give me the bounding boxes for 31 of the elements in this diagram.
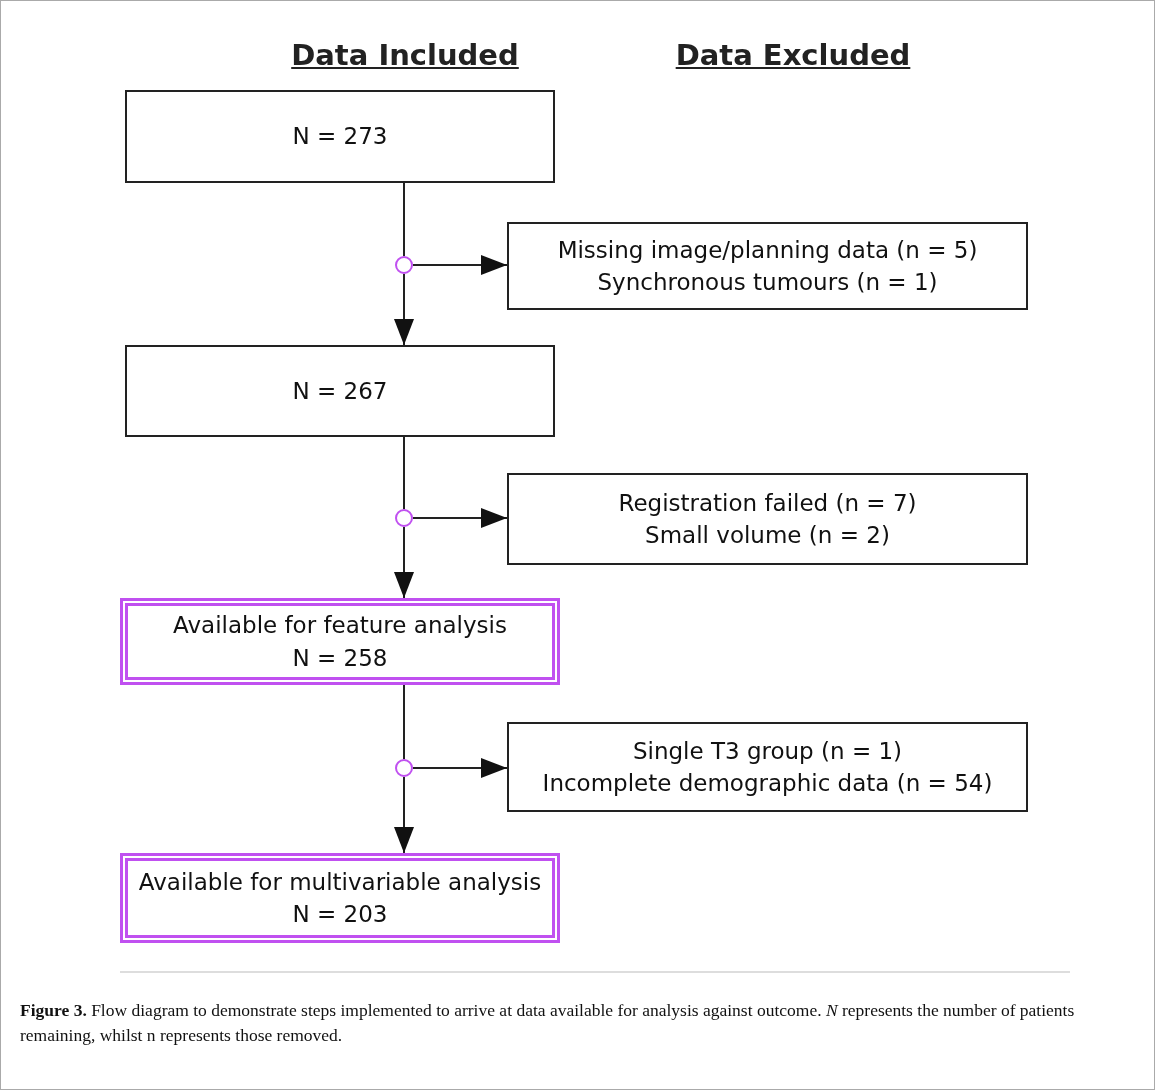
arrow xyxy=(394,776,414,854)
box-text: Available for multivariable analysis xyxy=(138,867,542,897)
junction-circle xyxy=(395,256,413,274)
box-text: N = 267 xyxy=(292,376,388,406)
box-text: Missing image/planning data (n = 5) xyxy=(557,235,978,265)
arrow xyxy=(394,273,414,346)
box-text: N = 258 xyxy=(292,643,388,673)
process-box xyxy=(125,90,555,183)
box-text: Small volume (n = 2) xyxy=(645,521,890,550)
box-text: Synchronous tumours (n = 1) xyxy=(597,268,938,297)
arrow xyxy=(412,255,508,275)
result-box xyxy=(120,853,560,943)
column-heading: Data Included xyxy=(291,38,519,72)
process-box xyxy=(507,473,1028,565)
figure-caption: Figure 3. Flow diagram to demonstrate steps implemented to arrive at data available for analysis against outcome. N represents the number of patients remaining, whilst n represents those removed. xyxy=(20,999,1076,1048)
process-box xyxy=(507,222,1028,310)
box-text: Available for feature analysis xyxy=(173,611,507,641)
box-text: N = 203 xyxy=(292,900,388,929)
arrow xyxy=(412,758,508,778)
process-box xyxy=(507,722,1028,812)
box-text: Registration failed (n = 7) xyxy=(618,488,917,518)
junction-circle xyxy=(395,509,413,527)
arrow xyxy=(394,526,414,599)
box-text: Incomplete demographic data (n = 54) xyxy=(542,769,993,798)
column-heading: Data Excluded xyxy=(675,38,911,72)
box-text: N = 273 xyxy=(292,122,388,152)
process-box xyxy=(125,345,555,437)
result-box xyxy=(120,598,560,685)
junction-circle xyxy=(395,759,413,777)
arrow xyxy=(412,508,508,528)
box-text: Single T3 group (n = 1) xyxy=(632,736,903,766)
